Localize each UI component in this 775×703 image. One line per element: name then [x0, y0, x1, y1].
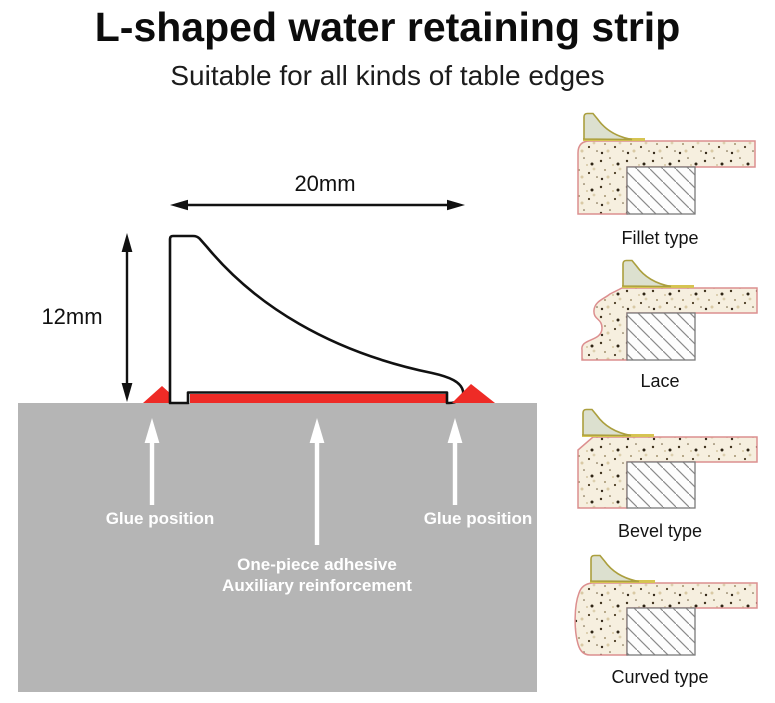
mini-strip-lace	[622, 259, 672, 288]
width-dimension-label: 20mm	[294, 171, 356, 196]
glue-position-right-label: Glue position	[423, 509, 533, 528]
edge-type-caption-bevel: Bevel type	[617, 521, 703, 541]
height-dimension-arrow	[121, 233, 133, 402]
substrate-hatch-curved	[626, 607, 696, 656]
edge-diagram-fillet	[577, 112, 756, 215]
adhesive-strip	[190, 394, 447, 403]
glue-pointer-right-arrow	[447, 418, 463, 505]
mini-strip-fillet	[583, 112, 633, 141]
edge-type-caption-fillet: Fillet type	[621, 228, 699, 248]
mini-strip-curved	[590, 554, 640, 583]
edge-diagram-curved	[574, 554, 758, 656]
mini-strip-bevel	[582, 408, 632, 437]
strip-profile-outline	[168, 234, 465, 405]
glue-pointer-left-arrow	[144, 418, 160, 505]
glue-bead-right	[452, 384, 495, 403]
page-title: L-shaped water retaining strip	[94, 4, 681, 50]
substrate-hatch-bevel	[626, 461, 696, 509]
height-dimension-label: 12mm	[41, 304, 103, 329]
adhesive-pointer-arrow	[309, 418, 325, 545]
stone-curved	[574, 582, 758, 656]
substrate-hatch-lace	[626, 312, 696, 361]
substrate-hatch-fillet	[626, 166, 696, 215]
adhesive-label: One-piece adhesive Auxiliary reinforceme…	[197, 554, 437, 596]
adhesive-label-line2: Auxiliary reinforcement	[222, 576, 412, 595]
edge-diagram-bevel	[577, 408, 758, 509]
edge-type-caption-lace: Lace	[640, 371, 680, 391]
stone-fillet	[577, 140, 756, 215]
page-subtitle: Suitable for all kinds of table edges	[170, 60, 605, 91]
table-base-surface	[18, 403, 537, 692]
width-dimension-arrow	[170, 199, 465, 211]
edge-diagram-lace	[581, 259, 758, 361]
stone-lace	[581, 287, 758, 361]
glue-position-left-label: Glue position	[105, 509, 215, 528]
adhesive-label-line1: One-piece adhesive	[237, 555, 397, 574]
main-cross-section	[18, 199, 537, 692]
edge-type-caption-curved: Curved type	[611, 667, 709, 687]
